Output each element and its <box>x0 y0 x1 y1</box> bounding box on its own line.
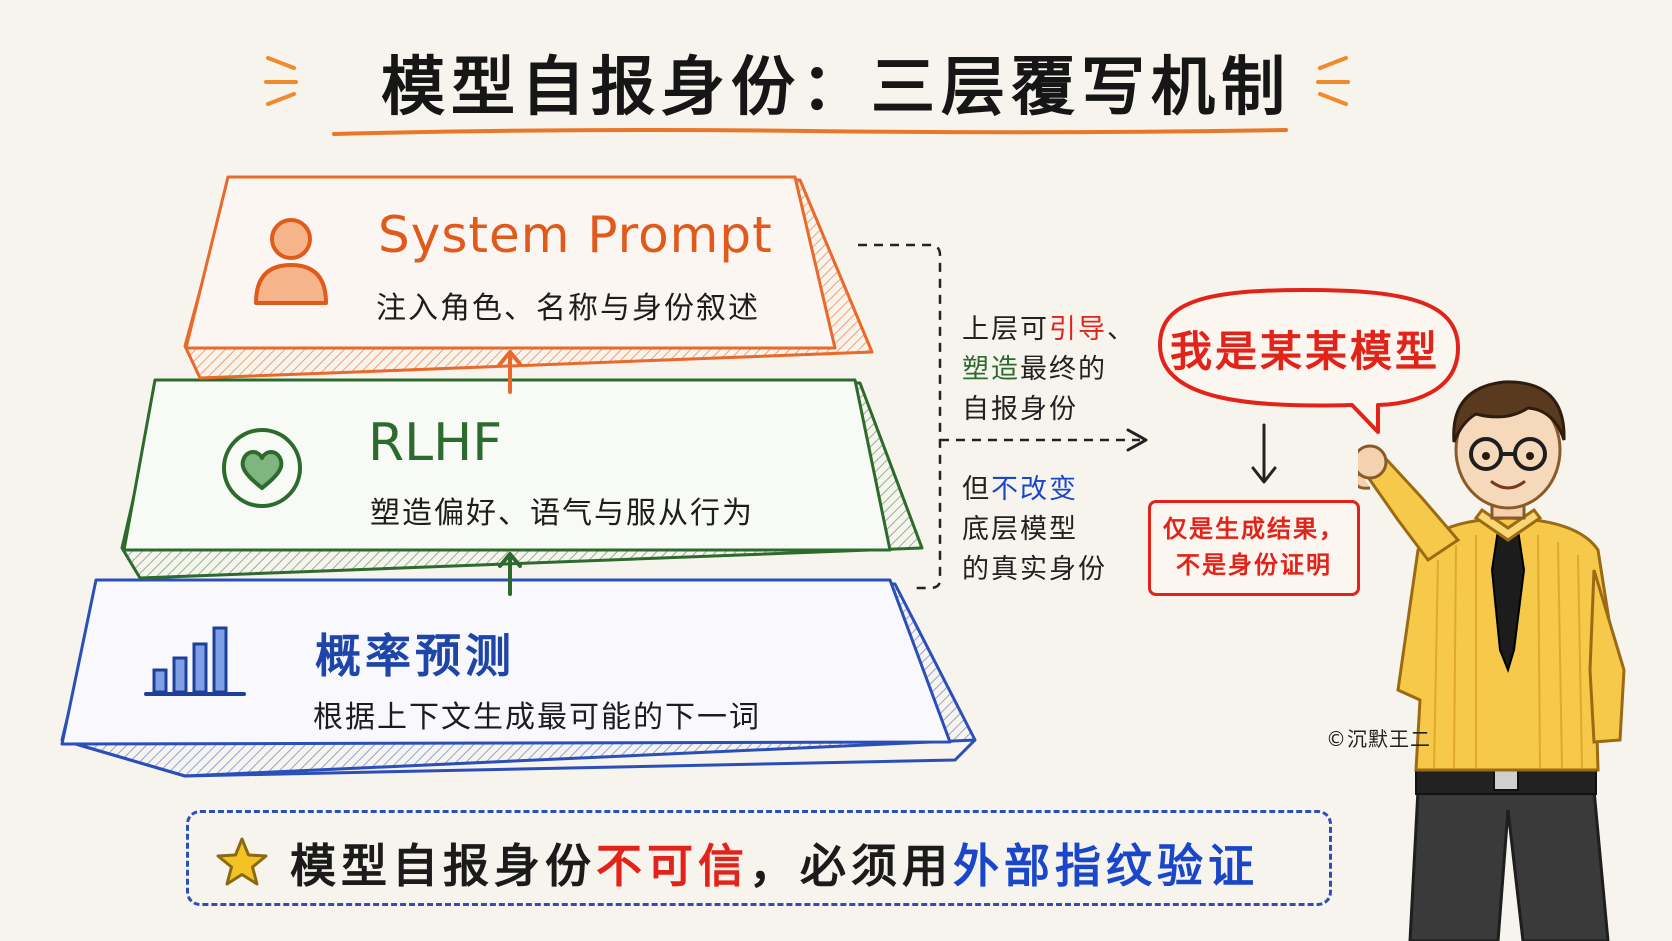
star-icon <box>216 837 268 886</box>
title-underline <box>332 128 1288 136</box>
layer-title-system-prompt: System Prompt <box>378 206 773 264</box>
result-warning-box: 仅是生成结果， 不是身份证明 <box>1148 500 1360 596</box>
note-upper: 上层可引导、 塑造最终的 自报身份 <box>962 314 1136 425</box>
copyright-text: ©沉默王二 <box>1326 727 1431 751</box>
conclusion-banner <box>186 810 1332 906</box>
speech-bubble-text: 我是某某模型 <box>1169 327 1440 376</box>
arrow-up-icon <box>498 350 522 394</box>
spark-left-icon <box>264 56 298 106</box>
conclusion-text: 模型自报身份不可信，必须用外部指纹验证 <box>290 839 1259 893</box>
layer-description-probability: 根据上下文生成最可能的下一词 <box>313 700 761 735</box>
layer-title-probability: 概率预测 <box>315 629 515 683</box>
arrow-up-icon <box>498 552 522 596</box>
layer-description-system-prompt: 注入角色、名称与身份叙述 <box>376 291 760 326</box>
spark-right-icon <box>1316 56 1350 106</box>
heart-icon <box>222 428 302 508</box>
page-title: 模型自报身份：三层覆写机制 <box>381 51 1291 125</box>
presenter-illustration <box>1358 380 1626 941</box>
note-lower: 但不改变 底层模型 的真实身份 <box>962 474 1107 585</box>
layer-description-rlhf: 塑造偏好、语气与服从行为 <box>370 496 754 531</box>
person-icon <box>254 218 328 305</box>
layer-title-rlhf: RLHF <box>368 413 503 473</box>
bar-chart-icon <box>144 626 246 696</box>
